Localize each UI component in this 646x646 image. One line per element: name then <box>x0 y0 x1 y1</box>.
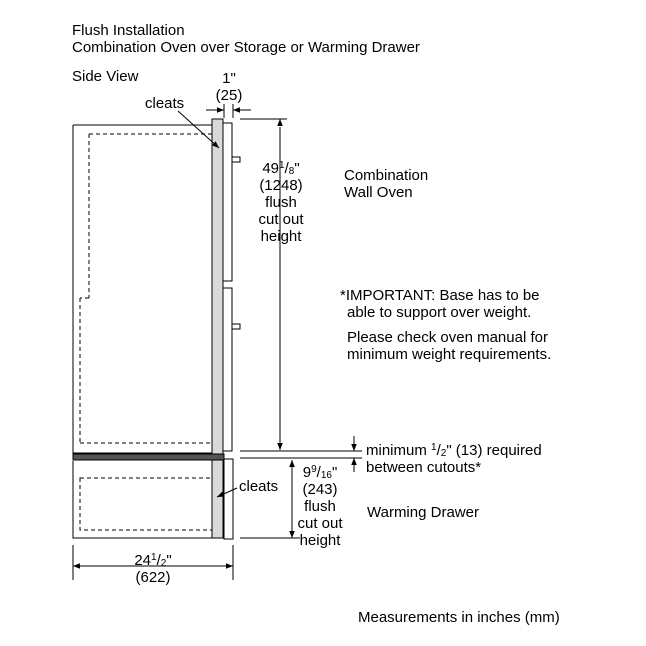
drawer-face-cleat <box>211 459 224 539</box>
depth-dim-whole: 24 <box>134 552 152 569</box>
drawer-dim-den: 16 <box>320 470 332 481</box>
oven-cabinet-outline <box>72 124 212 454</box>
oven-door-upper <box>222 122 233 282</box>
oven-label-line-1: Combination <box>344 167 429 184</box>
oven-door-lower <box>222 287 233 452</box>
drawer-dim-inch: 99/16" <box>302 464 338 481</box>
depth-dim-num: 1 <box>151 552 157 563</box>
oven-dim-inch: 491/8" <box>262 160 300 177</box>
important-line-3: Please check oven manual for <box>347 329 548 346</box>
important-line-4: minimum weight requirements. <box>347 346 552 363</box>
gap-note-line-1: minimum 1/2" (13) required <box>366 442 542 459</box>
oven-base-shelf <box>72 453 225 461</box>
drawer-dim-unit: " <box>331 464 338 481</box>
depth-dim-inch: 241/2" <box>134 552 172 569</box>
drawer-dim-whole: 9 <box>302 464 312 481</box>
drawer-label: Warming Drawer <box>367 504 479 521</box>
title-line-1: Flush Installation <box>72 22 185 39</box>
drawer-dim-num: 9 <box>311 464 317 475</box>
oven-handle-upper <box>232 156 241 163</box>
oven-dim-den: 8 <box>288 166 295 177</box>
oven-dim-num: 1 <box>279 160 285 171</box>
gap-note-prefix: minimum <box>366 442 432 459</box>
oven-dim-height: height <box>260 228 302 245</box>
cleats-label-bottom: cleats <box>239 478 279 495</box>
drawer-dim-height: height <box>299 532 341 549</box>
oven-dim-flush: flush <box>265 194 297 211</box>
depth-dim-den: 2 <box>160 558 167 569</box>
important-line-1: *IMPORTANT: Base has to be <box>340 287 540 304</box>
depth-dim-mm: (622) <box>135 569 171 586</box>
view-label: Side View <box>72 68 139 85</box>
depth-dim-unit: " <box>166 552 172 569</box>
drawer-dim-flush: flush <box>304 498 336 515</box>
gap-note-line-2: between cutouts* <box>366 459 482 476</box>
top-dim-inch: 1" <box>222 70 236 87</box>
gap-note-num: 1 <box>431 442 437 453</box>
gap-note-suffix: " (13) required <box>446 442 542 459</box>
oven-label-line-2: Wall Oven <box>344 184 413 201</box>
drawer-door <box>223 458 234 540</box>
footer-note: Measurements in inches (mm) <box>358 609 560 626</box>
drawer-dim-mm: (243) <box>302 481 338 498</box>
oven-dim-mm: (1248) <box>259 177 303 194</box>
drawer-dim-cutout: cut out <box>297 515 343 532</box>
drawer-cabinet-outline <box>72 461 224 539</box>
oven-dim-unit: " <box>294 160 300 177</box>
oven-handle-lower <box>232 323 241 330</box>
oven-face-cleat <box>211 118 224 455</box>
important-line-2: able to support over weight. <box>347 304 532 321</box>
oven-dim-whole: 49 <box>262 160 280 177</box>
gap-note-den: 2 <box>440 448 447 459</box>
title-line-2: Combination Oven over Storage or Warming… <box>72 39 420 56</box>
cleats-label-top: cleats <box>145 95 185 112</box>
oven-dim-cutout: cut out <box>258 211 304 228</box>
top-dim-mm: (25) <box>215 87 243 104</box>
